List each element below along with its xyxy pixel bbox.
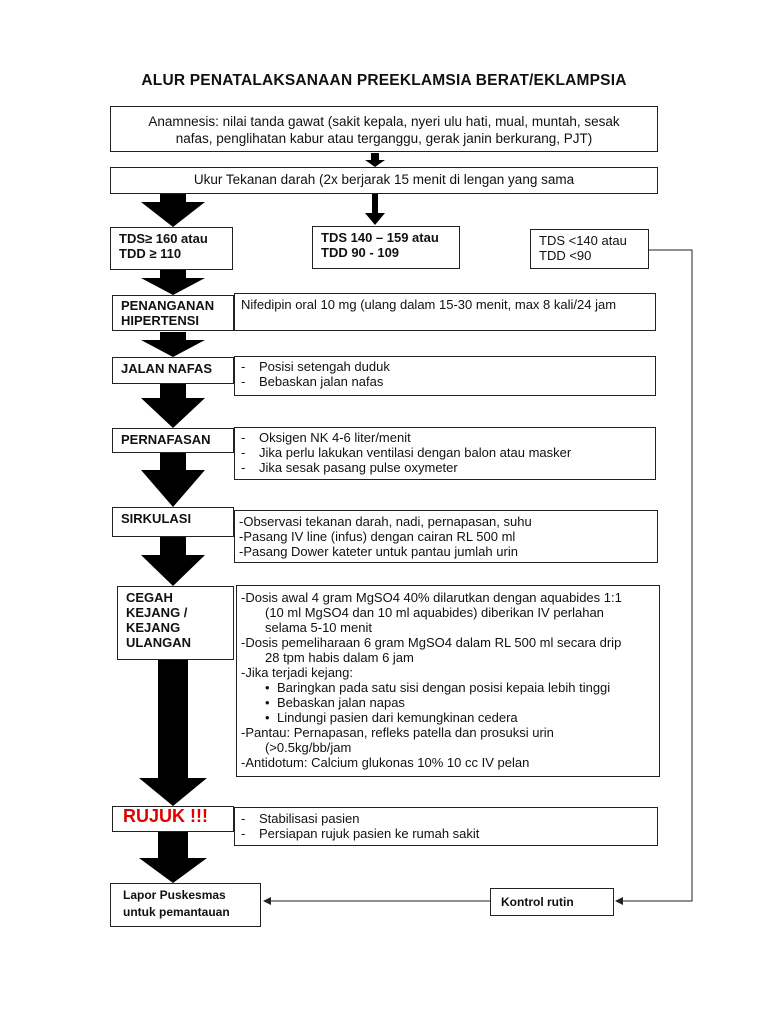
arrow-severe-hipertensi — [141, 270, 205, 295]
sirkulasi-item: -Observasi tekanan darah, nadi, pernapas… — [239, 514, 532, 529]
sirkulasi-label: SIRKULASI — [121, 511, 192, 526]
cegah-line: 28 tpm habis dalam 6 jam — [265, 650, 414, 665]
hipertensi-label1: PENANGANAN — [121, 298, 215, 313]
kontrol-rutin-box: Kontrol rutin — [490, 888, 614, 916]
mild-line1: TDS 140 – 159 atau — [321, 230, 439, 245]
arrow-anamnesis-ukur — [365, 153, 385, 167]
rujuk-item: Persiapan rujuk pasien ke rumah sakit — [235, 826, 657, 841]
rujuk-item: Stabilisasi pasien — [235, 811, 657, 826]
pernafasan-content-box: Oksigen NK 4-6 liter/menit Jika perlu la… — [234, 427, 656, 480]
jalan-nafas-item: Posisi setengah duduk — [235, 359, 655, 374]
ukur-box: Ukur Tekanan darah (2x berjarak 15 menit… — [110, 167, 658, 194]
arrow-ukur-mild — [365, 194, 385, 225]
rujuk-label-box: RUJUK !!! — [112, 806, 234, 832]
cegah-line: -Dosis pemeliharaan 6 gram MgSO4 dalam R… — [241, 635, 622, 650]
jalan-nafas-item: Bebaskan jalan nafas — [235, 374, 655, 389]
anamnesis-box: Anamnesis: nilai tanda gawat (sakit kepa… — [110, 106, 658, 152]
lapor-line2: untuk pemantauan — [123, 905, 230, 919]
lapor-line1: Lapor Puskesmas — [123, 888, 226, 902]
arrow-pernafasan-sirkulasi — [141, 453, 205, 507]
cegah-line: -Jika terjadi kejang: — [241, 665, 353, 680]
severe-line2: TDD ≥ 110 — [119, 246, 182, 261]
cegah-line: selama 5-10 menit — [265, 620, 372, 635]
pernafasan-item: Jika sesak pasang pulse oxymeter — [235, 460, 655, 475]
arrow-rujuk-lapor — [139, 832, 207, 883]
arrow-ukur-severe — [141, 194, 205, 227]
cegah-bullet: Lindungi pasien dari kemungkinan cedera — [241, 710, 655, 725]
hipertensi-label-box: PENANGANAN HIPERTENSI — [112, 295, 234, 331]
sirkulasi-item: -Pasang IV line (infus) dengan cairan RL… — [239, 529, 516, 544]
cegah-line: (10 ml MgSO4 dan 10 ml aquabides) diberi… — [265, 605, 604, 620]
ukur-text: Ukur Tekanan darah (2x berjarak 15 menit… — [193, 172, 575, 187]
sirkulasi-item: -Pasang Dower kateter untuk pantau jumla… — [239, 544, 518, 559]
hipertensi-label2: HIPERTENSI — [121, 313, 200, 328]
lapor-puskesmas-box: Lapor Puskesmas untuk pemantauan — [110, 883, 261, 927]
cegah-line: (>0.5kg/bb/jam — [265, 740, 352, 755]
cegah-bullet: Baringkan pada satu sisi dengan posisi k… — [241, 680, 655, 695]
mild-line2: TDD 90 - 109 — [321, 245, 400, 260]
mild-bp-box: TDS 140 – 159 atau TDD 90 - 109 — [312, 226, 460, 269]
connector-normal-kontrol — [615, 249, 693, 905]
anamnesis-line1: Anamnesis: nilai tanda gawat (sakit kepa… — [148, 114, 620, 129]
jalan-nafas-content-box: Posisi setengah duduk Bebaskan jalan naf… — [234, 356, 656, 396]
cegah-line: -Pantau: Pernapasan, refleks patella dan… — [241, 725, 554, 740]
cegah-label2: KEJANG / — [126, 605, 188, 620]
hipertensi-text: Nifedipin oral 10 mg (ulang dalam 15-30 … — [241, 297, 617, 312]
cegah-kejang-label-box: CEGAH KEJANG / KEJANG ULANGAN — [117, 586, 234, 660]
anamnesis-line2: nafas, penglihatan kabur atau terganggu,… — [175, 131, 593, 146]
kontrol-text: Kontrol rutin — [501, 895, 574, 909]
severe-line1: TDS≥ 160 atau — [119, 231, 208, 246]
arrow-hipertensi-jalan — [141, 332, 205, 357]
cegah-label4: ULANGAN — [126, 635, 191, 650]
sirkulasi-label-box: SIRKULASI — [112, 507, 234, 537]
pernafasan-label-box: PERNAFASAN — [112, 428, 234, 453]
page-title: ALUR PENATALAKSANAAN PREEKLAMSIA BERAT/E… — [141, 72, 627, 89]
rujuk-label: RUJUK !!! — [123, 806, 208, 826]
jalan-nafas-label: JALAN NAFAS — [121, 361, 213, 376]
normal-line2: TDD <90 — [539, 248, 592, 263]
pernafasan-item: Oksigen NK 4-6 liter/menit — [235, 430, 655, 445]
arrow-sirkulasi-cegah — [141, 537, 205, 586]
pernafasan-item: Jika perlu lakukan ventilasi dengan balo… — [235, 445, 655, 460]
cegah-label3: KEJANG — [126, 620, 181, 635]
arrow-jalan-pernafasan — [141, 384, 205, 428]
normal-bp-box: TDS <140 atau TDD <90 — [530, 229, 649, 269]
cegah-bullet: Bebaskan jalan napas — [241, 695, 655, 710]
sirkulasi-content-box: -Observasi tekanan darah, nadi, pernapas… — [234, 510, 658, 563]
cegah-line: -Dosis awal 4 gram MgSO4 40% dilarutkan … — [241, 590, 622, 605]
rujuk-content-box: Stabilisasi pasien Persiapan rujuk pasie… — [234, 807, 658, 846]
normal-line1: TDS <140 atau — [539, 233, 627, 248]
cegah-label1: CEGAH — [126, 590, 173, 605]
cegah-kejang-content-box: -Dosis awal 4 gram MgSO4 40% dilarutkan … — [236, 585, 660, 777]
jalan-nafas-label-box: JALAN NAFAS — [112, 357, 234, 384]
arrow-cegah-rujuk — [139, 660, 207, 806]
cegah-line: -Antidotum: Calcium glukonas 10% 10 cc I… — [241, 755, 530, 770]
pernafasan-label: PERNAFASAN — [121, 432, 211, 447]
severe-bp-box: TDS≥ 160 atau TDD ≥ 110 — [110, 227, 233, 270]
hipertensi-content-box: Nifedipin oral 10 mg (ulang dalam 15-30 … — [234, 293, 656, 331]
